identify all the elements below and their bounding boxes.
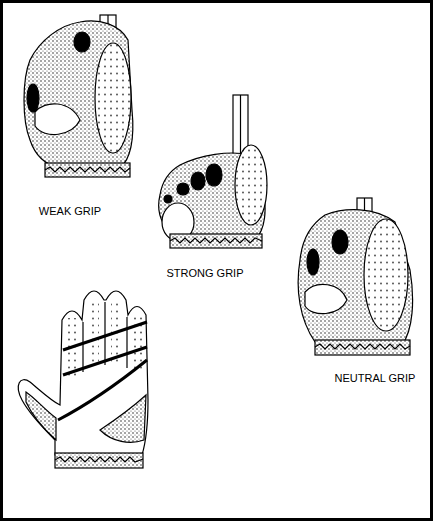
knuckle-dot — [307, 249, 319, 275]
finger-perforation — [89, 300, 99, 365]
knuckle-dot — [177, 183, 189, 195]
glove-outline — [18, 291, 148, 455]
fist — [298, 210, 412, 345]
cuff-stitch — [315, 344, 410, 349]
weak-grip-hand — [24, 15, 133, 177]
finger-seam — [104, 302, 105, 365]
finger-seam — [126, 317, 127, 368]
finger-curl — [305, 284, 347, 313]
knuckle-dot — [206, 164, 222, 186]
finger-curl — [35, 104, 80, 135]
grip-label: STRONG GRIP — [164, 267, 245, 280]
fist — [24, 21, 133, 168]
knuckle-dot — [191, 172, 205, 190]
palm-shading — [100, 395, 146, 442]
thumb — [364, 219, 408, 331]
cuff-stitch — [170, 238, 262, 243]
grip-label: NEUTRAL GRIP — [333, 372, 418, 385]
neutral-grip-hand — [298, 198, 412, 355]
knuckle-dot — [27, 84, 39, 112]
grip-label: WEAK GRIP — [37, 205, 103, 218]
glove-cuff — [170, 234, 262, 248]
knuckle-dot — [332, 230, 348, 254]
finger-seam — [82, 322, 83, 372]
cuff-stitch — [45, 167, 130, 172]
knuckle-dot — [164, 195, 172, 203]
grip-line — [63, 322, 147, 350]
thumb-shading — [26, 392, 56, 440]
cuff-stitch — [55, 457, 143, 462]
glove-cuff — [45, 163, 130, 177]
knuckle-dot — [74, 32, 90, 52]
thumb — [235, 145, 267, 225]
glove-cuff — [315, 340, 410, 355]
open-glove — [18, 291, 148, 468]
glove-cuff — [55, 453, 143, 468]
thumb — [95, 43, 131, 153]
strong-grip-hand — [159, 95, 267, 248]
